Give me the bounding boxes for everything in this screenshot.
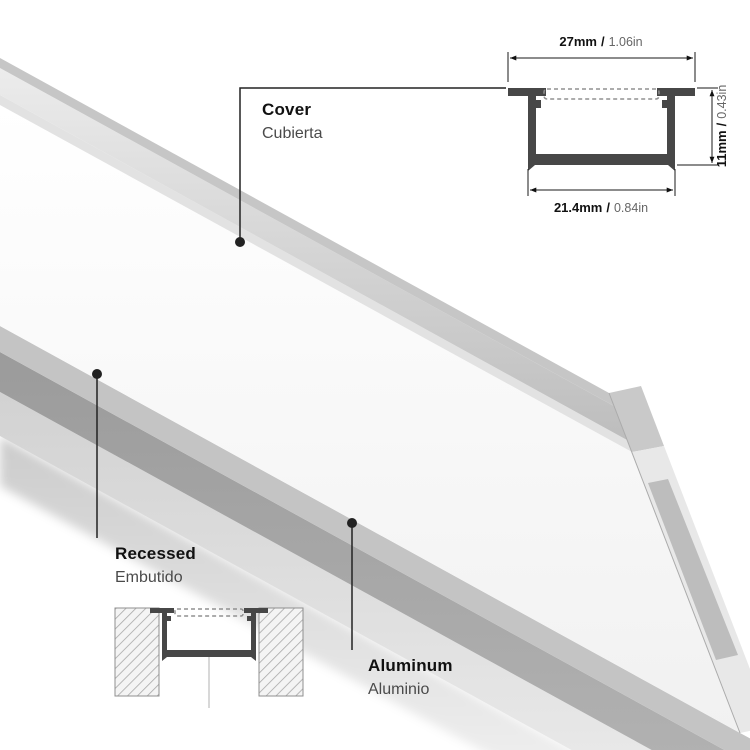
section-clip-left	[536, 100, 541, 108]
recessed-foot-right	[251, 657, 256, 661]
cross-section-diagram: 27mm/1.06in 21.4mm/0.84in 11mm/0.43in	[507, 34, 729, 215]
recessed-clip-left	[167, 616, 171, 621]
cross-section-profile	[508, 88, 695, 171]
dimension-side: 11mm/0.43in	[677, 85, 729, 168]
profile-top-edge	[0, 58, 614, 406]
recessed-wall-right	[251, 613, 256, 650]
dimension-top-text: 27mm/1.06in	[559, 34, 642, 49]
cover-title: Cover	[262, 100, 312, 119]
profile-cover-edge-shade	[0, 95, 632, 452]
profile-lower-flange	[0, 326, 750, 750]
recessed-flange-right	[244, 608, 268, 613]
dimension-side-text: 11mm/0.43in	[714, 85, 729, 168]
recessed-subtitle: Embutido	[115, 569, 183, 586]
profile-end-seam	[608, 392, 741, 734]
mounting-surface-left	[114, 607, 160, 697]
cover-leader-line	[239, 87, 506, 242]
profile-cover-surface	[0, 105, 740, 733]
cover-subtitle: Cubierta	[262, 125, 323, 142]
section-clip-right	[662, 100, 667, 108]
recessed-clip-right	[247, 616, 251, 621]
profile-end-flange	[609, 386, 664, 452]
aluminum-title: Aluminum	[368, 656, 453, 675]
cover-leader-dot	[235, 237, 245, 247]
section-wall-left	[528, 96, 536, 154]
section-flange-right	[657, 88, 695, 96]
section-foot-left	[528, 165, 535, 171]
recessed-cover-dashed-outline	[174, 608, 244, 617]
recessed-profile	[150, 608, 268, 661]
section-flange-left	[508, 88, 546, 96]
dimension-bottom: 21.4mm/0.84in	[527, 169, 676, 215]
recessed-foot-left	[162, 657, 167, 661]
aluminum-subtitle: Aluminio	[368, 681, 430, 698]
dimension-top: 27mm/1.06in	[507, 34, 696, 82]
section-wall-right	[667, 96, 675, 154]
recessed-leader-dot	[92, 369, 102, 379]
recessed-title: Recessed	[115, 544, 196, 563]
dimension-bottom-text: 21.4mm/0.84in	[554, 200, 648, 215]
aluminum-callout: Aluminum Aluminio	[368, 656, 453, 699]
recessed-wall-left	[162, 613, 167, 650]
aluminum-leader-dot	[347, 518, 357, 528]
mounting-surface-right	[258, 607, 304, 697]
profile-end-cavity	[648, 479, 738, 660]
section-foot-right	[668, 165, 675, 171]
recessed-mount-diagram	[114, 607, 304, 708]
section-base	[528, 154, 675, 165]
profile-upper-flange	[0, 68, 627, 440]
recessed-base	[162, 650, 256, 657]
recessed-callout: Recessed Embutido	[115, 544, 196, 587]
recessed-flange-left	[150, 608, 174, 613]
section-cover-dashed-outline	[543, 88, 660, 100]
cover-callout: Cover Cubierta	[262, 100, 322, 143]
